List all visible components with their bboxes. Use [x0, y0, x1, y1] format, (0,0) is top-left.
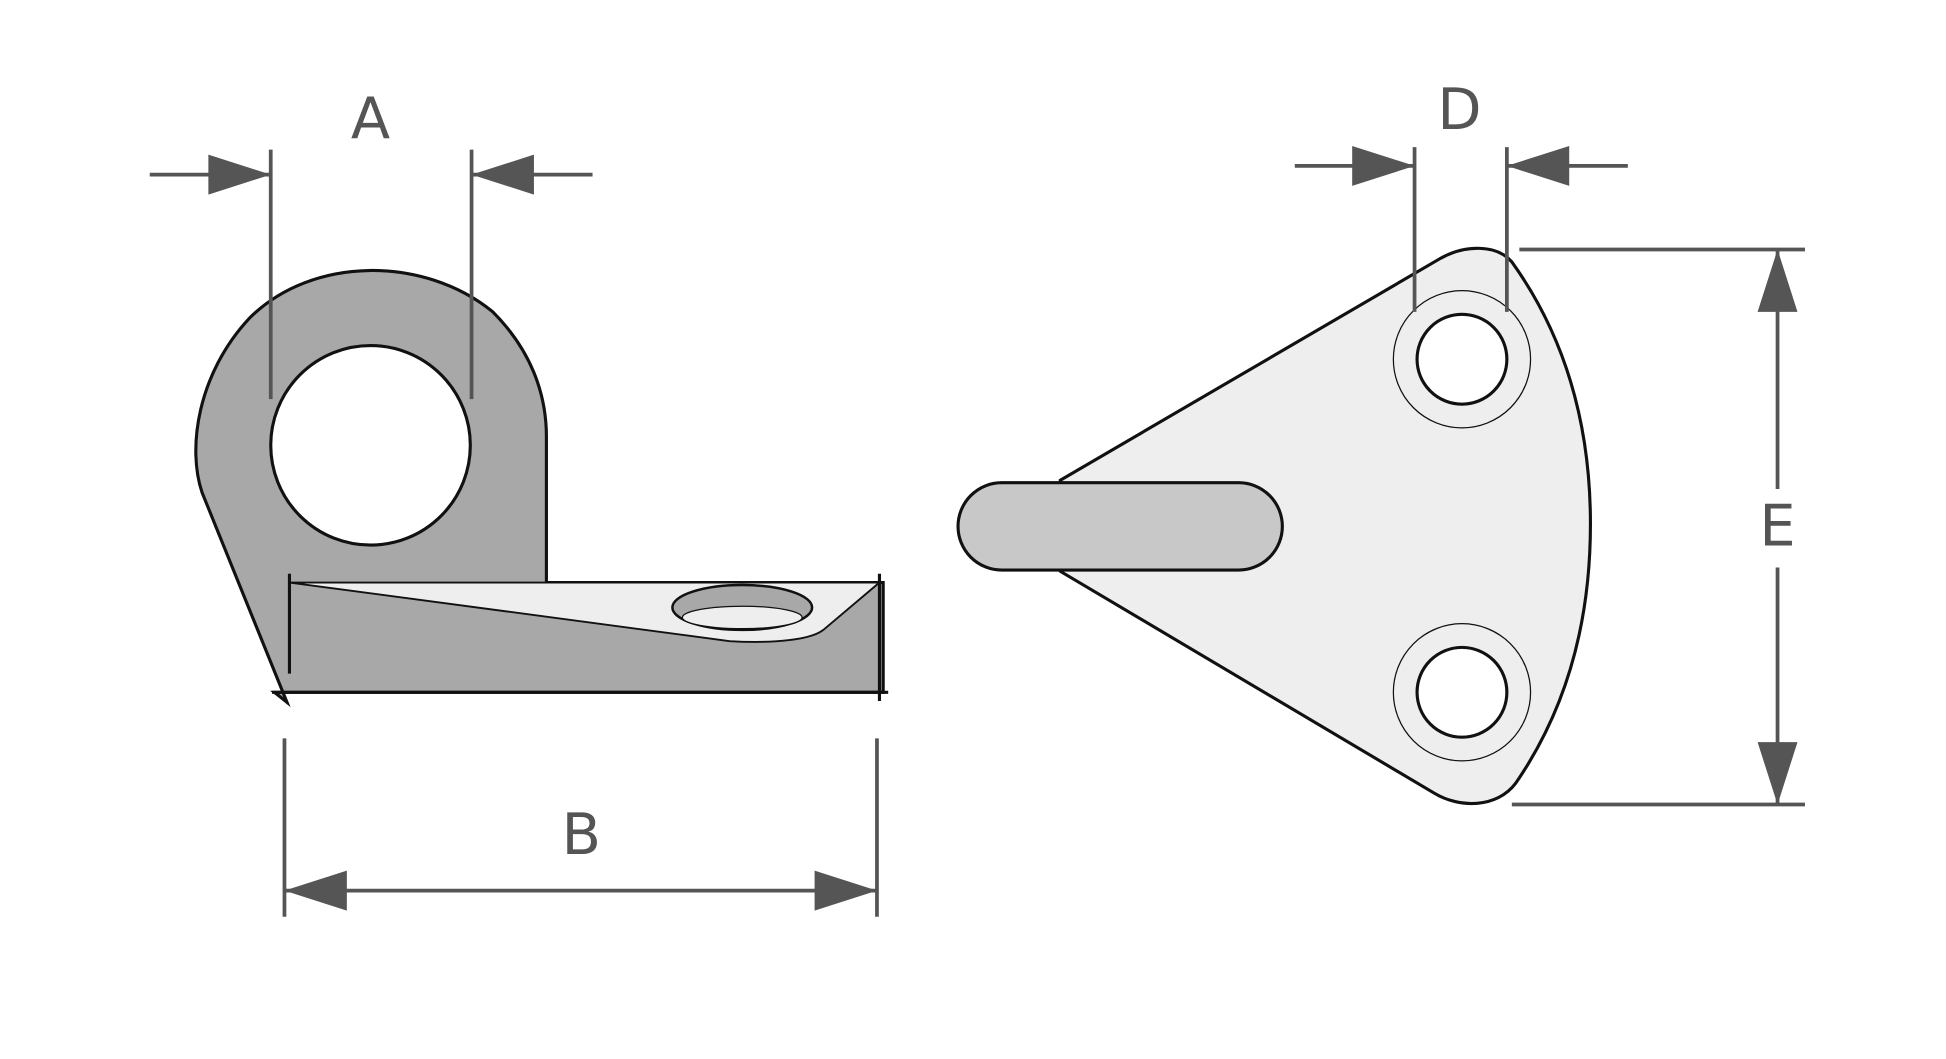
hole-top [1415, 312, 1509, 406]
label-b: B [562, 801, 601, 868]
dimension-d: D [1294, 76, 1628, 312]
arrow-right-icon [208, 154, 271, 195]
dimension-e: E [1511, 247, 1805, 807]
arrow-left-icon [471, 154, 534, 195]
hole-countersink-top [1392, 290, 1532, 429]
label-d: D [1437, 76, 1481, 143]
dimension-a: A [149, 85, 593, 400]
arrow-right-icon [1352, 145, 1415, 186]
hole-countersink-bottom [1392, 623, 1532, 762]
base-hole-inner [681, 605, 803, 630]
arrow-left-icon [284, 870, 347, 911]
hole-bottom [1415, 645, 1509, 739]
side-view [194, 268, 889, 708]
arrow-up-icon [1757, 249, 1798, 312]
dimension-b: B [282, 738, 879, 917]
label-a: A [351, 85, 390, 152]
eye-hole [269, 343, 472, 547]
arrow-right-icon [814, 870, 877, 911]
arrow-left-icon [1506, 145, 1570, 186]
label-e: E [1759, 493, 1795, 560]
arrow-down-icon [1757, 742, 1798, 805]
tab [956, 481, 1284, 572]
top-view [956, 246, 1592, 806]
